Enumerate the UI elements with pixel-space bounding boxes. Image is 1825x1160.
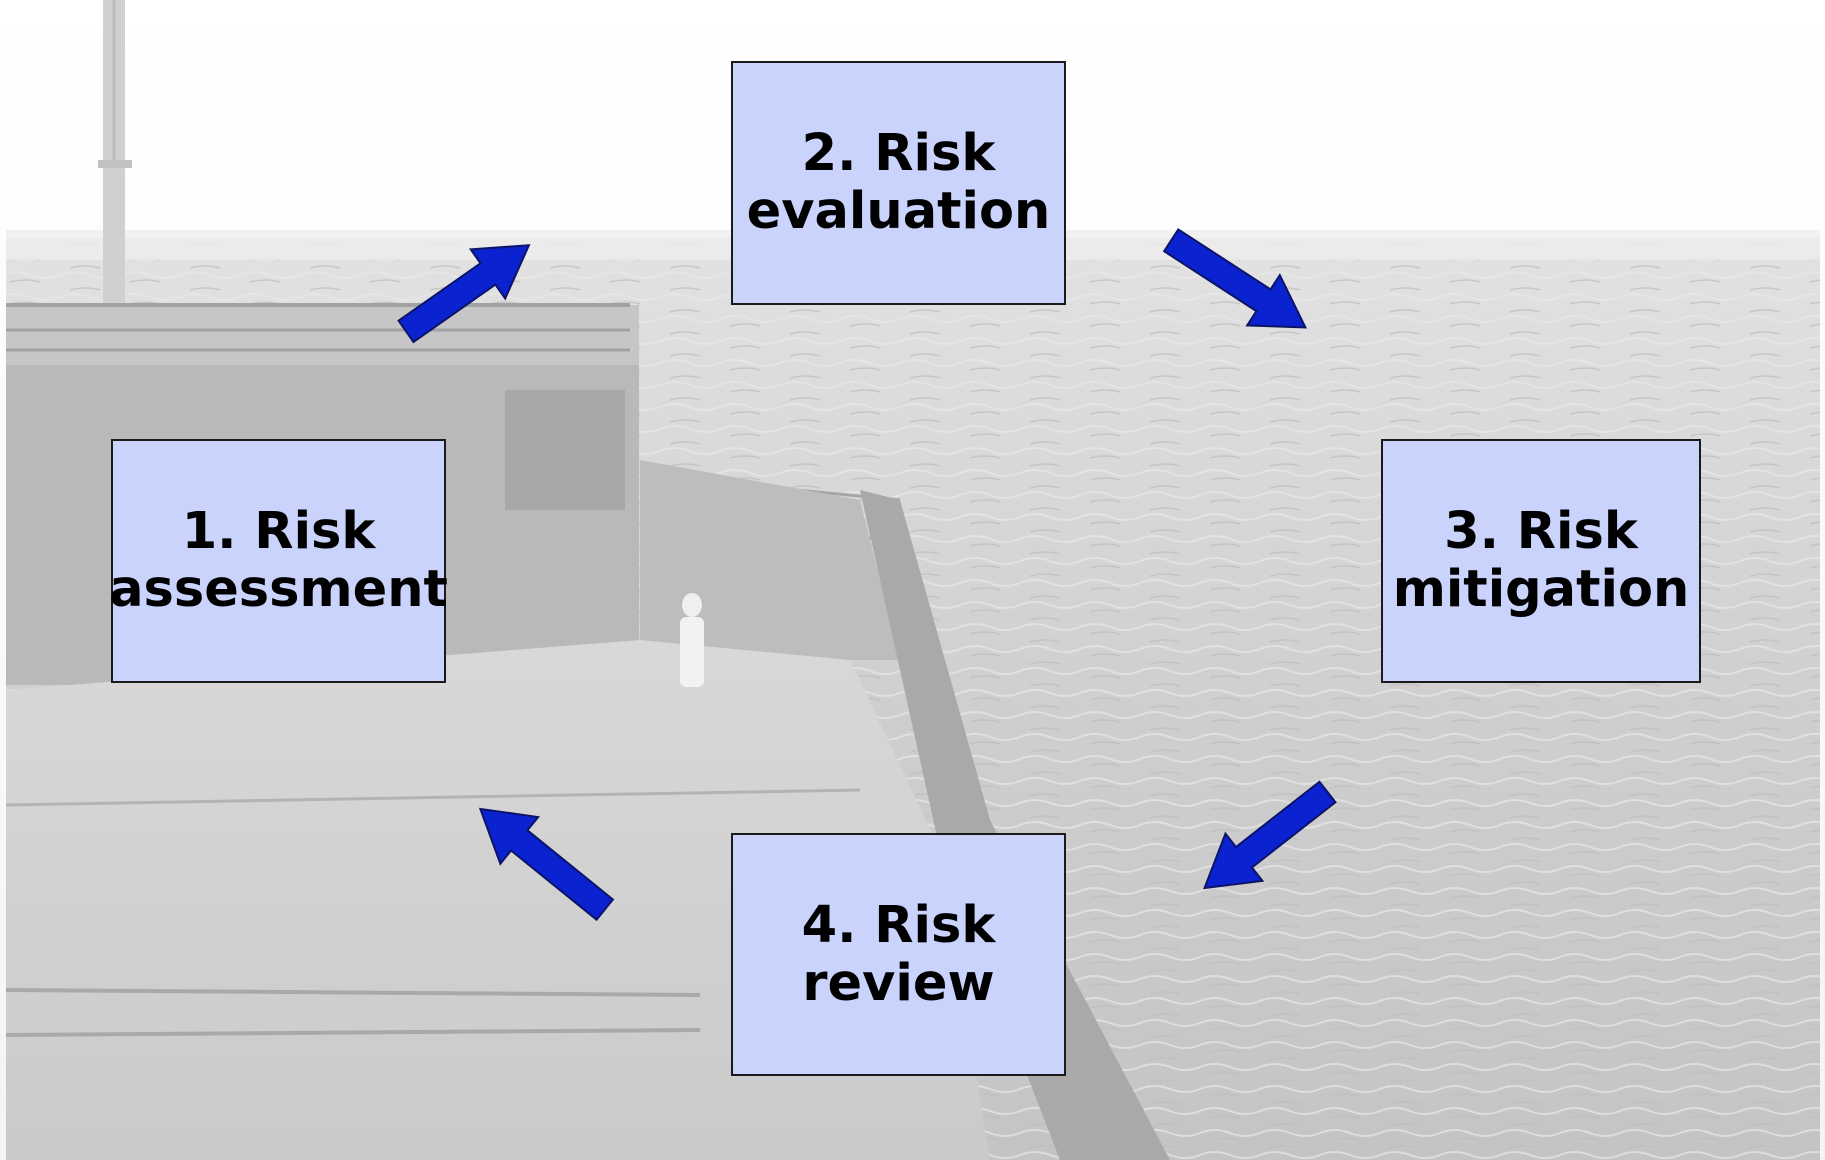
step-label-review: 4. Risk review — [801, 895, 996, 1013]
step-label-assessment: 1. Risk assessment — [109, 502, 448, 619]
step-box-mitigation: 3. Risk mitigation — [1381, 439, 1701, 683]
step-label-mitigation: 3. Risk mitigation — [1392, 502, 1690, 619]
step-box-review: 4. Risk review — [731, 833, 1066, 1076]
step-label-evaluation: 2. Risk evaluation — [746, 124, 1051, 241]
step-box-assessment: 1. Risk assessment — [109, 439, 448, 683]
step-box-evaluation: 2. Risk evaluation — [731, 61, 1066, 305]
